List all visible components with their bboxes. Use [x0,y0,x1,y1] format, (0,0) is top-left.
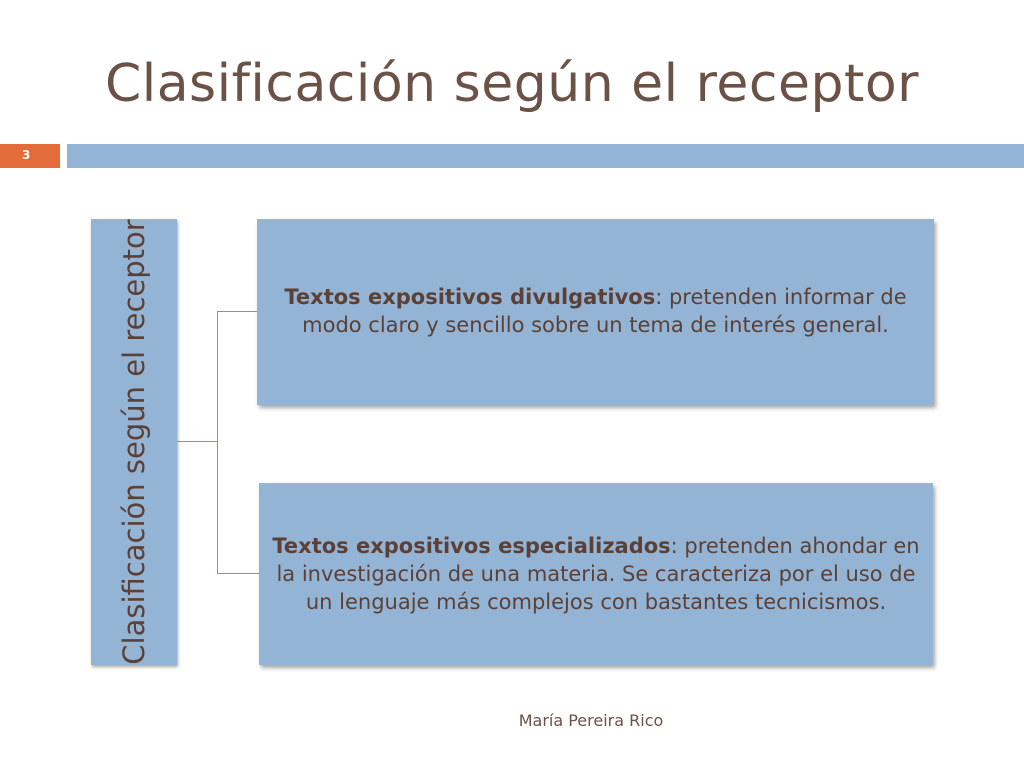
connector-branch-2 [217,573,259,574]
branch-description: : pretenden informar de modo claro y sen… [302,285,907,337]
slide-number: 3 [22,148,31,162]
branch-description: : pretenden ahondar en la investigación … [276,534,920,614]
diagram-root-label: Clasificación según el receptor [117,219,151,665]
diagram-branch-box-divulgativos: Textos expositivos divulgativos: pretend… [257,219,934,405]
connector-vertical-spine [217,311,218,574]
connector-root-stub [177,441,218,442]
slide-number-badge: 3 [0,144,60,168]
slide-title: Clasificación según el receptor [104,54,920,114]
title-divider-bar [67,144,1024,168]
connector-branch-1 [217,311,257,312]
diagram-branch-box-especializados: Textos expositivos especializados: prete… [259,483,933,665]
branch-term: Textos expositivos divulgativos [284,285,656,309]
diagram-root-box: Clasificación según el receptor [91,219,177,665]
slide-footer-author: María Pereira Rico [518,711,664,730]
branch-term: Textos expositivos especializados [272,534,671,558]
